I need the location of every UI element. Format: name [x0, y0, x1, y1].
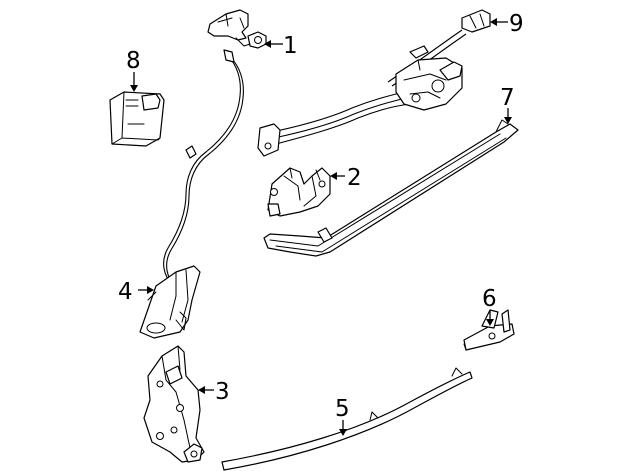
latch-bracket: [207, 9, 267, 49]
guide-rail: [263, 119, 519, 257]
callout-6: 6: [482, 286, 497, 312]
callout-9: 9: [509, 11, 524, 37]
callout-1: 1: [283, 33, 298, 59]
callout-8: 8: [126, 48, 141, 74]
release-cable: [163, 49, 244, 287]
callout-2: 2: [347, 165, 362, 191]
callout-3: 3: [215, 379, 230, 405]
motor-harness: [257, 9, 491, 157]
control-module: [109, 91, 165, 147]
small-bracket: [463, 309, 515, 351]
callout-4: 4: [118, 279, 133, 305]
rear-bracket: [143, 345, 205, 463]
cable-housing: [139, 265, 201, 339]
callout-5: 5: [335, 396, 350, 422]
callout-7: 7: [500, 85, 515, 111]
lower-trim-strip: [221, 367, 473, 471]
leader-lines: [130, 18, 512, 436]
callout-labels: 1 2 3 4 5 6 7 8 9: [118, 11, 524, 422]
lock-actuator: [267, 167, 331, 217]
